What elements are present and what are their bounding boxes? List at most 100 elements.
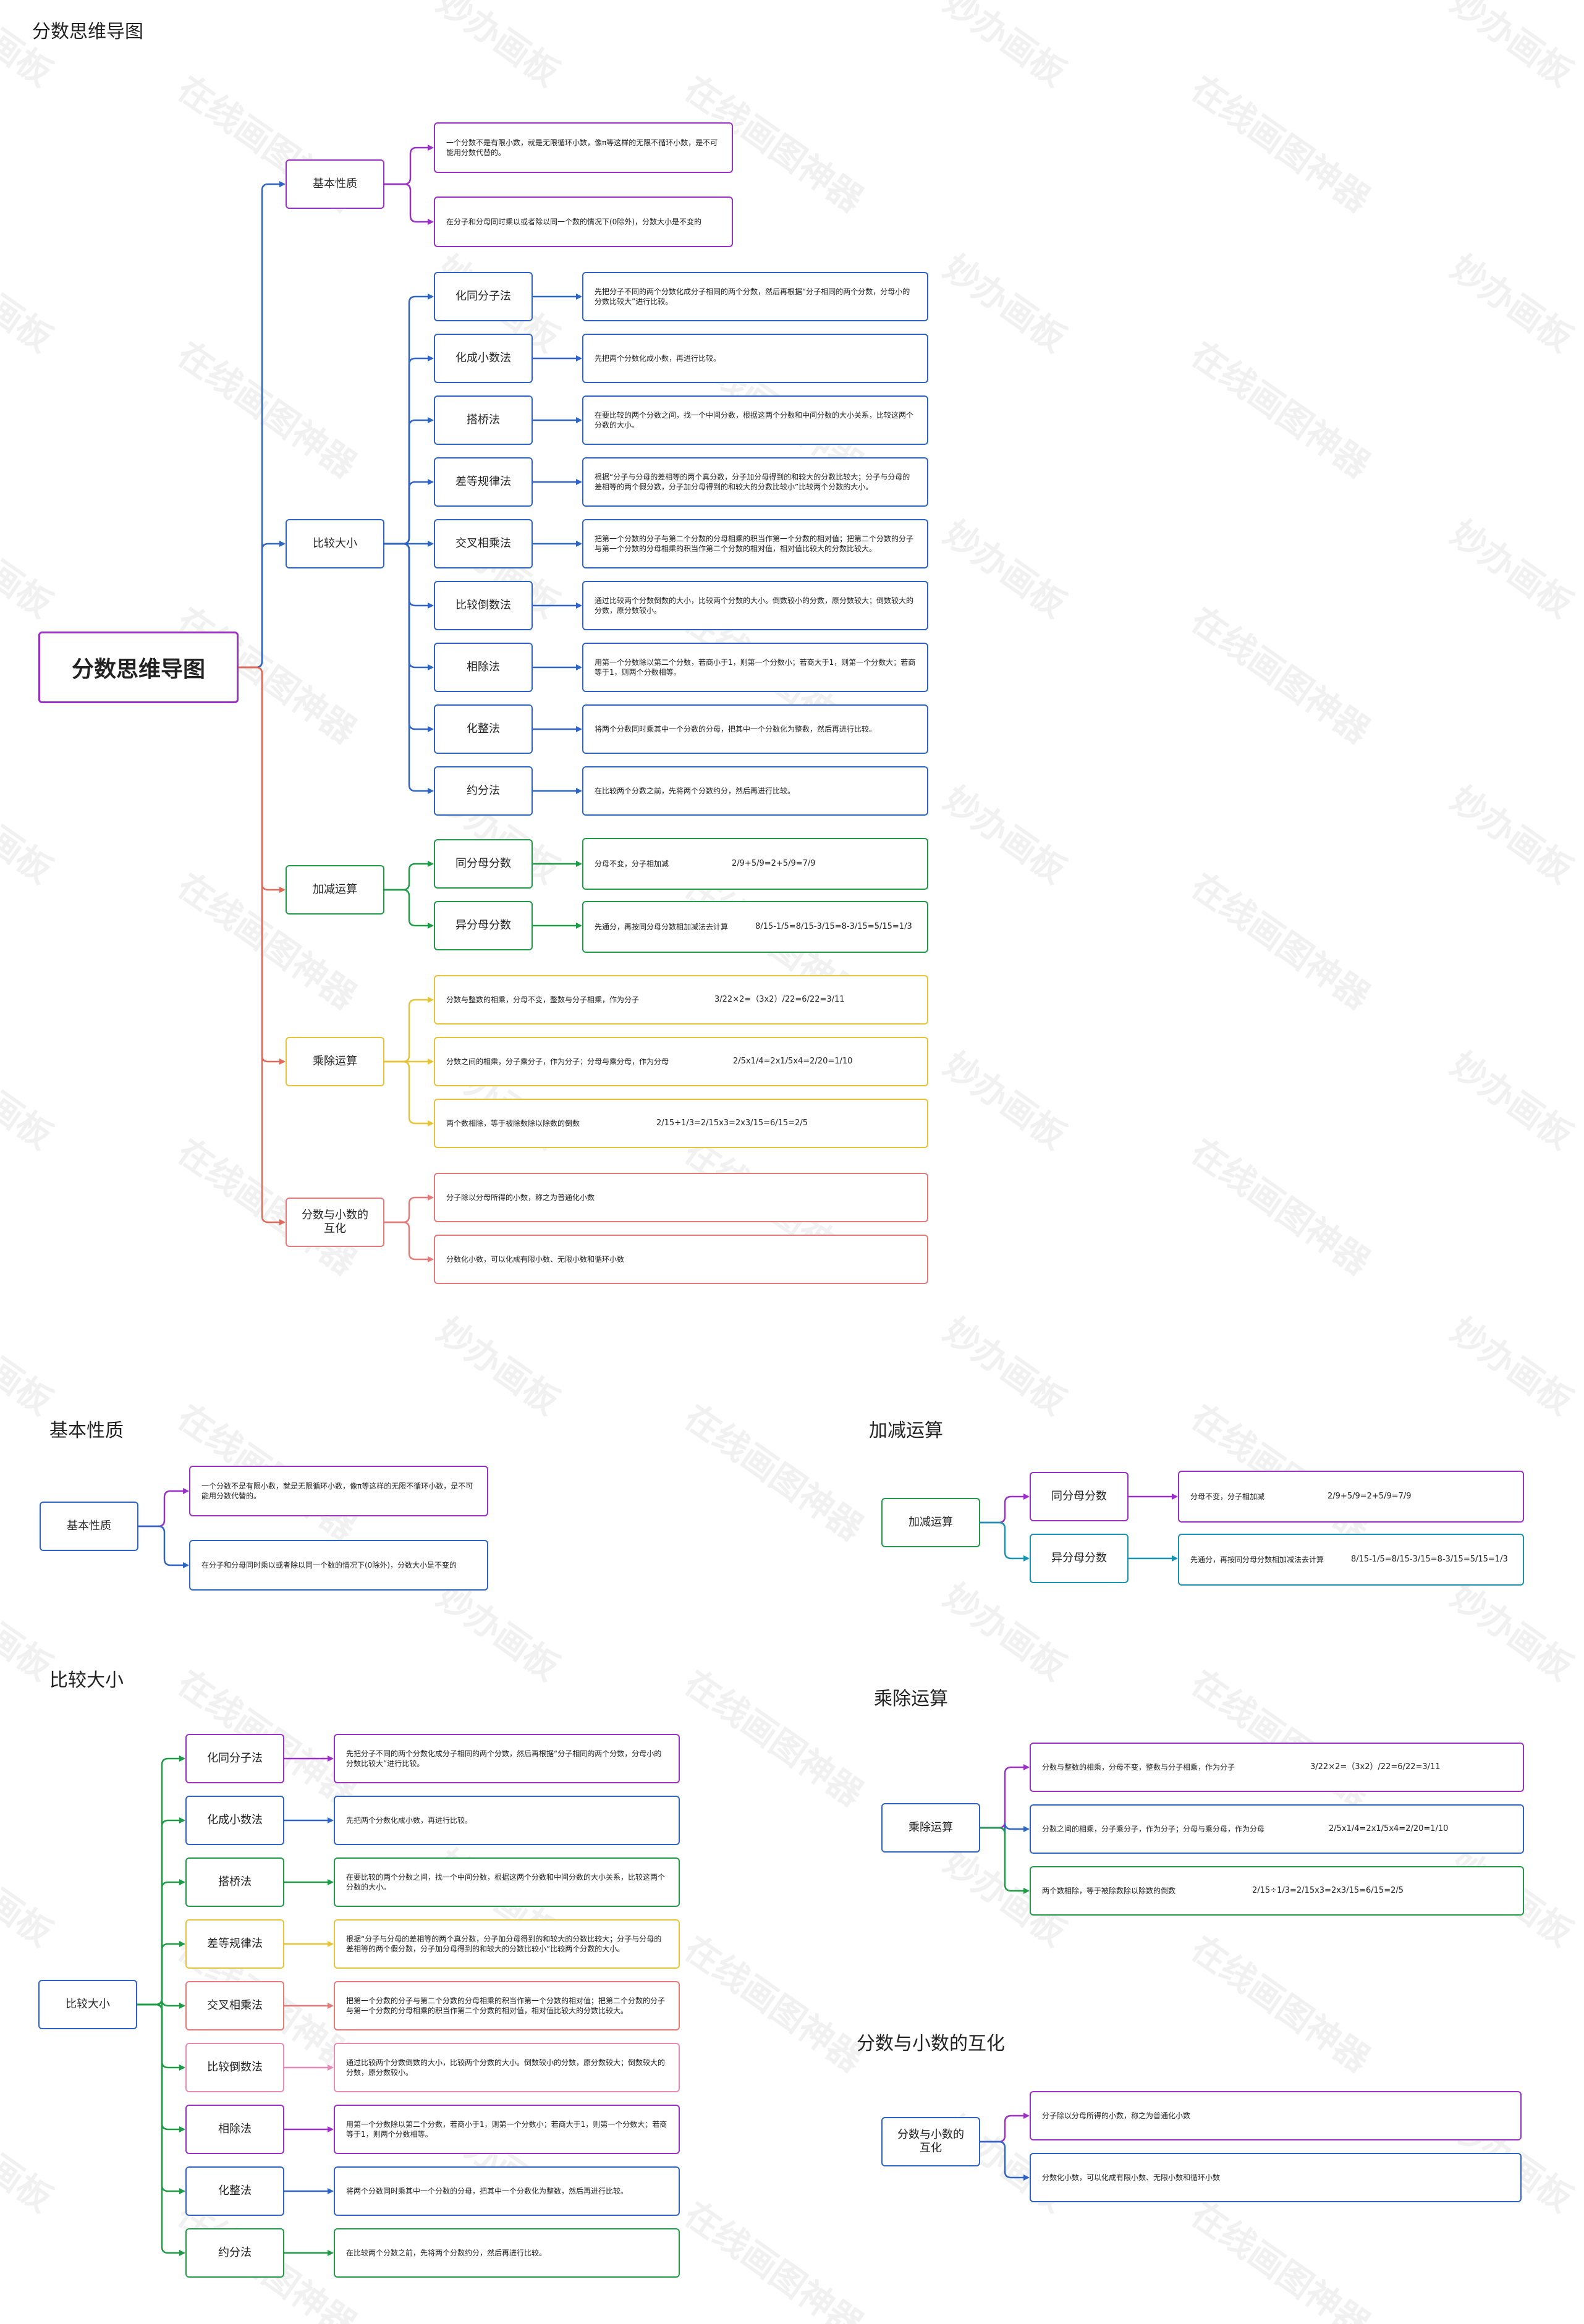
connector-line: [384, 997, 434, 1063]
sub-addsub-diff[interactable]: 异分母分数: [1030, 1534, 1129, 1583]
compare-method-leaf[interactable]: 用第一个分数除以第二个分数，若商小于1，则第一个分数小；若商大于1，则第一个分数…: [582, 643, 928, 692]
compare-method-leaf[interactable]: 在比较两个分数之前，先将两个分数约分，然后再进行比较。: [582, 766, 928, 816]
addsub-leaf-1[interactable]: 分母不变，分子相加减 2/9+5/9=2+5/9=7/9: [582, 838, 928, 890]
basic-leaf-2[interactable]: 在分子和分母同时乘以或者除以同一个数的情况下(0除外)，分数大小是不变的: [434, 196, 733, 247]
compare-method-leaf-text: 根据“分子与分母的差相等的两个真分数，分子加分母得到的和较大的分数比较大；分子与…: [595, 472, 910, 491]
sub-compare-method-leaf-text: 在要比较的两个分数之间，找一个中间分数，根据这两个分数和中间分数的大小关系，比较…: [346, 1872, 666, 1891]
sub-conv-leaf-2-text: 分数化小数，可以化成有限小数、无限小数和循环小数: [1042, 2173, 1221, 2182]
sub-compare-method-leaf[interactable]: 先把两个分数化成小数，再进行比较。: [334, 1796, 680, 1845]
sub-basic-node[interactable]: 基本性质: [40, 1502, 138, 1551]
branch-conversion[interactable]: 分数与小数的 互化: [286, 1198, 384, 1247]
connector-line: [384, 861, 434, 891]
sub-muldiv-leaf-3[interactable]: 两个数相除，等于被除数除以除数的倒数 2/15÷1/3=2/15x3=2x3/1…: [1030, 1866, 1524, 1916]
sub-compare-method-leaf[interactable]: 在比较两个分数之前，先将两个分数约分，然后再进行比较。: [334, 2228, 680, 2278]
compare-method-node[interactable]: 搭桥法: [434, 395, 533, 445]
muldiv-leaf-3[interactable]: 两个数相除，等于被除数除以除数的倒数 2/15÷1/3=2/15x3=2x3/1…: [434, 1099, 928, 1148]
connector-line: [980, 1764, 1030, 1829]
compare-method-node[interactable]: 差等规律法: [434, 457, 533, 507]
connector-line: [384, 183, 434, 225]
sub-compare-method-leaf-text: 先把分子不同的两个分数化成分子相同的两个分数，然后再根据“分子相同的两个分数，分…: [346, 1749, 662, 1768]
sub-basic-leaf-2[interactable]: 在分子和分母同时乘以或者除以同一个数的情况下(0除外)，分数大小是不变的: [189, 1540, 488, 1591]
sub-compare-method-node[interactable]: 差等规律法: [185, 1919, 284, 1969]
muldiv-leaf-1[interactable]: 分数与整数的相乘，分母不变，整数与分子相乘，作为分子 3/22×2=（3x2）/…: [434, 975, 928, 1025]
sub-addsub-leaf-1-example: 2/9+5/9=2+5/9=7/9: [1328, 1492, 1412, 1502]
sub-muldiv-leaf-3-rule: 两个数相除，等于被除数除以除数的倒数: [1042, 1886, 1176, 1895]
sub-muldiv-leaf-1-rule: 分数与整数的相乘，分母不变，整数与分子相乘，作为分子: [1042, 1762, 1235, 1772]
sub-compare-node[interactable]: 比较大小: [38, 1980, 137, 2029]
basic-leaf-1[interactable]: 一个分数不是有限小数，就是无限循环小数，像π等这样的无限不循环小数，是不可能用分…: [434, 122, 733, 173]
sub-muldiv-node[interactable]: 乘除运算: [881, 1803, 980, 1853]
compare-method-leaf[interactable]: 先把分子不同的两个分数化成分子相同的两个分数，然后再根据“分子相同的两个分数，分…: [582, 272, 928, 321]
branch-compare[interactable]: 比较大小: [286, 519, 384, 568]
root-node[interactable]: 分数思维导图: [38, 632, 239, 703]
addsub-same-denominator[interactable]: 同分母分数: [434, 839, 533, 889]
sub-conv-leaf-2[interactable]: 分数化小数，可以化成有限小数、无限小数和循环小数: [1030, 2153, 1522, 2202]
conv-leaf-1-text: 分子除以分母所得的小数，称之为普通化小数: [446, 1193, 595, 1202]
section-title-addsub: 加减运算: [869, 1420, 943, 1442]
compare-method-leaf[interactable]: 在要比较的两个分数之间，找一个中间分数，根据这两个分数和中间分数的大小关系，比较…: [582, 395, 928, 445]
sub-compare-method-node[interactable]: 约分法: [185, 2228, 284, 2278]
sub-compare-method-node[interactable]: 搭桥法: [185, 1857, 284, 1907]
section-title-muldiv: 乘除运算: [874, 1688, 948, 1710]
compare-method-node[interactable]: 交叉相乘法: [434, 519, 533, 568]
compare-method-leaf[interactable]: 将两个分数同时乘其中一个分数的分母，把其中一个分数化为整数，然后再进行比较。: [582, 704, 928, 754]
sub-addsub-node[interactable]: 加减运算: [881, 1498, 980, 1547]
basic-leaf-2-text: 在分子和分母同时乘以或者除以同一个数的情况下(0除外)，分数大小是不变的: [446, 217, 702, 226]
addsub-leaf-2-rule: 先通分，再按同分母分数相加减法去计算: [595, 922, 729, 931]
compare-method-leaf[interactable]: 先把两个分数化成小数，再进行比较。: [582, 334, 928, 383]
sub-compare-method-leaf[interactable]: 用第一个分数除以第二个分数，若商小于1，则第一个分数小；若商大于1，则第一个分数…: [334, 2105, 680, 2154]
sub-compare-method-leaf[interactable]: 根据“分子与分母的差相等的两个真分数，分子加分母得到的和较大的分数比较大；分子与…: [334, 1919, 680, 1969]
sub-compare-method-node[interactable]: 比较倒数法: [185, 2043, 284, 2092]
compare-method-node[interactable]: 化成小数法: [434, 334, 533, 383]
addsub-diff-denominator[interactable]: 异分母分数: [434, 901, 533, 950]
compare-method-node[interactable]: 相除法: [434, 643, 533, 692]
compare-method-leaf-text: 先把分子不同的两个分数化成分子相同的两个分数，然后再根据“分子相同的两个分数，分…: [595, 287, 910, 306]
connector-line: [384, 1060, 434, 1126]
connector-line: [138, 1525, 189, 1568]
compare-method-node[interactable]: 约分法: [434, 766, 533, 816]
sub-muldiv-leaf-2[interactable]: 分数之间的相乘，分子乘分子，作为分子；分母与乘分母，作为分母 2/5x1/4=2…: [1030, 1804, 1524, 1854]
sub-compare-method-node[interactable]: 化同分子法: [185, 1734, 284, 1783]
compare-method-node[interactable]: 比较倒数法: [434, 581, 533, 630]
sub-basic-leaf-1[interactable]: 一个分数不是有限小数，就是无限循环小数，像π等这样的无限不循环小数，是不可能用分…: [189, 1466, 488, 1516]
sub-compare-method-node[interactable]: 相除法: [185, 2105, 284, 2154]
muldiv-leaf-3-example: 2/15÷1/3=2/15x3=2x3/15=6/15=2/5: [656, 1118, 808, 1128]
conv-leaf-2[interactable]: 分数化小数，可以化成有限小数、无限小数和循环小数: [434, 1235, 928, 1284]
compare-method-leaf[interactable]: 根据“分子与分母的差相等的两个真分数，分子加分母得到的和较大的分数比较大；分子与…: [582, 457, 928, 507]
sub-compare-method-leaf[interactable]: 通过比较两个分数倒数的大小，比较两个分数的大小。倒数较小的分数，原分数较大；倒数…: [334, 2043, 680, 2092]
sub-compare-method-leaf[interactable]: 在要比较的两个分数之间，找一个中间分数，根据这两个分数和中间分数的大小关系，比较…: [334, 1857, 680, 1907]
sub-compare-method-node[interactable]: 化成小数法: [185, 1796, 284, 1845]
sub-addsub-leaf-2[interactable]: 先通分，再按同分母分数相加减法去计算 8/15-1/5=8/15-3/15=8-…: [1178, 1534, 1524, 1586]
sub-compare-method-leaf-text: 在比较两个分数之前，先将两个分数约分，然后再进行比较。: [346, 2248, 547, 2257]
sub-conv-leaf-1[interactable]: 分子除以分母所得的小数，称之为普通化小数: [1030, 2091, 1522, 2140]
sub-basic-leaf-1-text: 一个分数不是有限小数，就是无限循环小数，像π等这样的无限不循环小数，是不可能用分…: [201, 1481, 473, 1500]
addsub-leaf-2[interactable]: 先通分，再按同分母分数相加减法去计算 8/15-1/5=8/15-3/15=8-…: [582, 901, 928, 953]
branch-addsub[interactable]: 加减运算: [286, 865, 384, 915]
compare-method-node[interactable]: 化整法: [434, 704, 533, 754]
sub-compare-method-leaf[interactable]: 把第一个分数的分子与第二个分数的分母相乘的积当作第一个分数的相对值；把第二个分数…: [334, 1981, 680, 2030]
sub-muldiv-leaf-1[interactable]: 分数与整数的相乘，分母不变，整数与分子相乘，作为分子 3/22×2=（3x2）/…: [1030, 1743, 1524, 1792]
connector-line: [980, 1494, 1030, 1524]
compare-method-leaf[interactable]: 把第一个分数的分子与第二个分数的分母相乘的积当作第一个分数的相对值；把第二个分数…: [582, 519, 928, 568]
sub-addsub-leaf-1[interactable]: 分母不变，分子相加减 2/9+5/9=2+5/9=7/9: [1178, 1471, 1524, 1523]
compare-method-node[interactable]: 化同分子法: [434, 272, 533, 321]
compare-method-leaf-text: 在要比较的两个分数之间，找一个中间分数，根据这两个分数和中间分数的大小关系，比较…: [595, 410, 914, 429]
branch-basic[interactable]: 基本性质: [286, 159, 384, 209]
compare-method-leaf[interactable]: 通过比较两个分数倒数的大小，比较两个分数的大小。倒数较小的分数，原分数较大；倒数…: [582, 581, 928, 630]
sub-compare-method-node[interactable]: 化整法: [185, 2166, 284, 2216]
muldiv-leaf-2[interactable]: 分数之间的相乘，分子乘分子，作为分子；分母与乘分母，作为分母 2/5x1/4=2…: [434, 1037, 928, 1086]
sub-compare-method-node[interactable]: 交叉相乘法: [185, 1981, 284, 2030]
sub-compare-method-leaf-text: 将两个分数同时乘其中一个分数的分母，把其中一个分数化为整数，然后再进行比较。: [346, 2186, 629, 2195]
connector-line: [138, 1488, 189, 1528]
sub-compare-method-leaf[interactable]: 先把分子不同的两个分数化成分子相同的两个分数，然后再根据“分子相同的两个分数，分…: [334, 1734, 680, 1783]
sub-compare-method-leaf[interactable]: 将两个分数同时乘其中一个分数的分母，把其中一个分数化为整数，然后再进行比较。: [334, 2166, 680, 2216]
muldiv-leaf-2-rule: 分数之间的相乘，分子乘分子，作为分子；分母与乘分母，作为分母: [446, 1057, 669, 1066]
sub-compare-method-leaf-text: 根据“分子与分母的差相等的两个真分数，分子加分母得到的和较大的分数比较大；分子与…: [346, 1934, 662, 1953]
conv-leaf-1[interactable]: 分子除以分母所得的小数，称之为普通化小数: [434, 1173, 928, 1222]
page-title: 分数思维导图: [32, 21, 143, 43]
sub-addsub-same[interactable]: 同分母分数: [1030, 1472, 1129, 1521]
connector-line: [137, 1817, 185, 2006]
sub-conv-node[interactable]: 分数与小数的 互化: [881, 2117, 980, 2166]
branch-muldiv[interactable]: 乘除运算: [286, 1037, 384, 1086]
sub-compare-method-leaf-text: 用第一个分数除以第二个分数，若商小于1，则第一个分数小；若商大于1，则第一个分数…: [346, 2119, 667, 2139]
